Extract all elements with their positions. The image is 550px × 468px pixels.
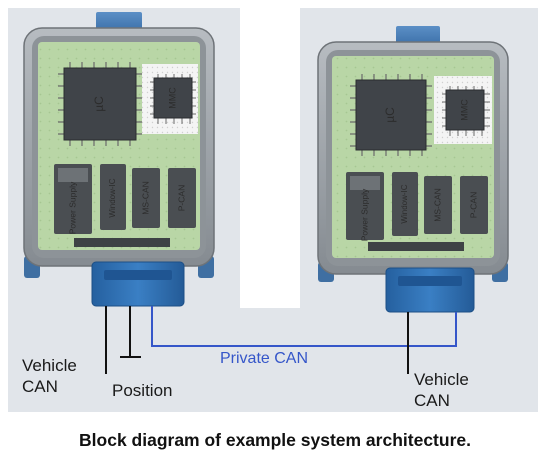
p-can-chip: P-CAN (168, 168, 196, 228)
position-label: Position (112, 381, 172, 400)
window-ic-label: Window-IC (400, 184, 409, 223)
mmc-label: MMC (459, 99, 469, 121)
power-supply-label: Power Supply (67, 181, 77, 234)
pcb-header (74, 238, 170, 247)
window-ic-chip: Window-IC (392, 172, 418, 236)
window-ic-chip: Window-IC (100, 164, 126, 230)
uc-label: µC (383, 107, 397, 123)
connector-slot (398, 276, 462, 286)
left-vehicle-can-label-line2: CAN (22, 377, 58, 396)
left-vehicle-can-label-line1: Vehicle (22, 356, 77, 375)
mmc-chip: MMC (142, 64, 198, 134)
ms-can-label: MS-CAN (140, 181, 150, 215)
pcb-header (368, 242, 464, 251)
ms-can-chip: MS-CAN (424, 176, 452, 234)
window-ic-label: Window-IC (108, 178, 117, 217)
private-can-label: Private CAN (220, 350, 308, 367)
p-can-label: P-CAN (176, 185, 186, 211)
power-supply-chip: Power Supply (54, 164, 92, 234)
p-can-label: P-CAN (468, 192, 478, 218)
private-can-wire (151, 306, 457, 347)
p-can-chip: P-CAN (460, 176, 488, 234)
right-module: µC MMC Power Supply Window-IC MS-CAN P- (317, 26, 509, 313)
left-module: µC MMC Power Supply Window-IC MS-CAN (23, 12, 215, 307)
uc-chip: µC (350, 74, 432, 156)
power-supply-chip: Power Supply (346, 172, 384, 241)
uc-label: µC (92, 96, 106, 112)
top-tab (96, 12, 142, 32)
bottom-connector (385, 267, 475, 313)
connector-slot (104, 270, 172, 280)
ms-can-label: MS-CAN (432, 188, 442, 222)
wires (105, 306, 457, 374)
ms-can-chip: MS-CAN (132, 168, 160, 228)
uc-chip: µC (58, 62, 142, 146)
bottom-connector (91, 261, 185, 307)
signal-panel (8, 308, 538, 412)
right-vehicle-can-label-line2: CAN (414, 391, 450, 410)
figure-caption: Block diagram of example system architec… (79, 430, 471, 450)
power-supply-label: Power Supply (359, 188, 369, 241)
mmc-label: MMC (167, 87, 177, 109)
top-tab (396, 26, 440, 46)
mmc-chip: MMC (434, 76, 492, 144)
right-vehicle-can-label-line1: Vehicle (414, 370, 469, 389)
